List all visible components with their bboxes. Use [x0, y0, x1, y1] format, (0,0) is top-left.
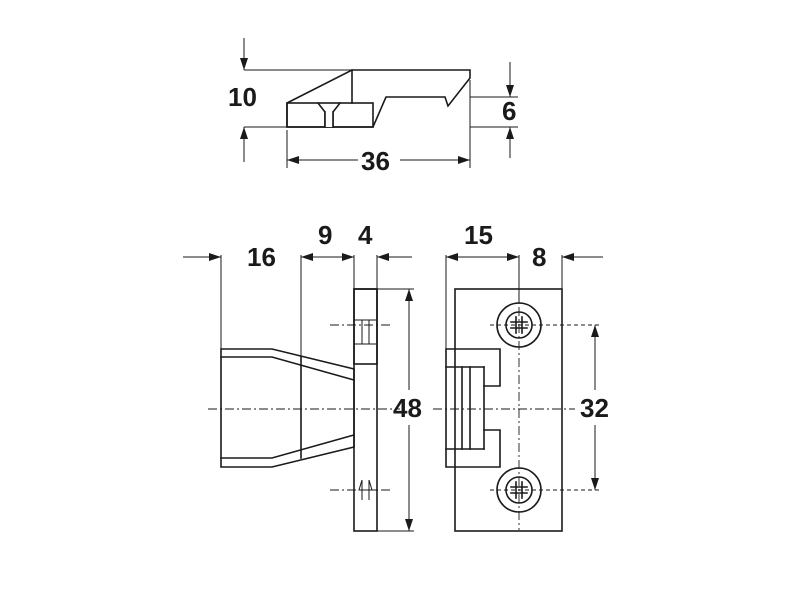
dim-front-keeper-offset: 15 [464, 220, 493, 250]
dim-front-plate-margin: 8 [532, 242, 546, 272]
dim-top-length: 36 [361, 146, 390, 176]
dim-top-height: 10 [228, 82, 257, 112]
dim-side-plate-thickness: 4 [358, 220, 373, 250]
dim-side-plate-height: 48 [393, 393, 422, 423]
dim-front-hole-spacing: 32 [580, 393, 609, 423]
side-view: 16 9 4 48 [183, 220, 422, 532]
dim-top-hook-height: 6 [502, 96, 516, 126]
top-view: 10 6 36 [228, 38, 518, 176]
front-view-plate [454, 288, 563, 532]
side-view-body [220, 348, 355, 468]
dim-side-body-length: 16 [247, 242, 276, 272]
top-view-outline [286, 69, 471, 128]
front-view: 15 8 32 [433, 220, 609, 532]
dim-side-neck-length: 9 [318, 220, 332, 250]
